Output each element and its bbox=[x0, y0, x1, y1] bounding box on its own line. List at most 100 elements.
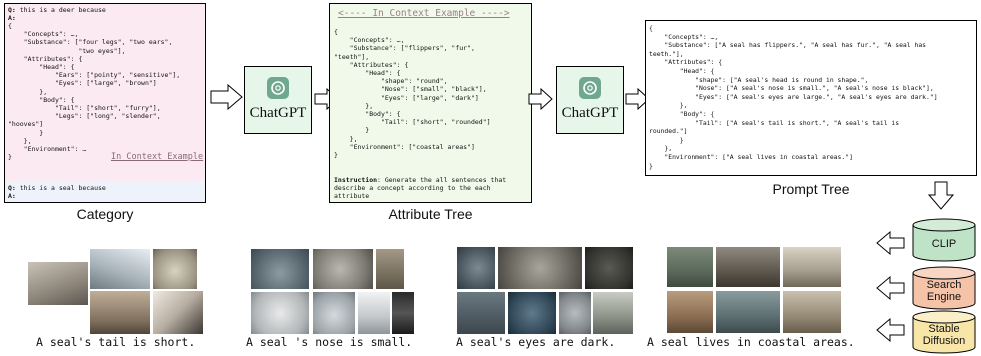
stable-diffusion-label: Stable Diffusion bbox=[922, 323, 966, 347]
category-question-1: Q: this is a deer because bbox=[8, 6, 106, 14]
category-caption: Category bbox=[76, 206, 134, 222]
code-line: }, bbox=[334, 134, 358, 143]
category-context-label: In Context Example bbox=[111, 152, 204, 162]
seal-photo bbox=[715, 246, 781, 288]
seal-photo bbox=[715, 290, 781, 334]
seal-photo bbox=[27, 261, 89, 306]
seal-photo bbox=[782, 246, 842, 288]
code-line: "Body": { bbox=[649, 109, 715, 118]
arrow-right-icon bbox=[210, 84, 243, 110]
code-line: "Head": { bbox=[334, 69, 401, 78]
attribute-tree-panel: <---- In Context Example ----> { "Concep… bbox=[329, 3, 532, 203]
caption-eyes: A seal's eyes are dark. bbox=[456, 335, 616, 349]
code-line: "Body": { bbox=[334, 110, 401, 119]
code-line: } bbox=[8, 128, 44, 137]
code-line: "Nose": ["A seal's nose is small.", "A s… bbox=[649, 84, 934, 93]
seal-photo bbox=[666, 246, 714, 288]
attribute-instruction: Instruction: Generate the all sentences … bbox=[334, 176, 507, 201]
seal-photo bbox=[584, 246, 634, 290]
code-line: "Ears": ["pointy", "sensitive"], bbox=[8, 71, 181, 80]
code-line: } bbox=[334, 151, 338, 160]
code-line: teeth."], bbox=[649, 49, 684, 58]
code-line: "teeth"], bbox=[334, 52, 370, 61]
code-line: "Tail": ["short", "furry"], bbox=[8, 104, 161, 113]
seal-photo bbox=[456, 291, 506, 335]
code-line: "Head": { bbox=[649, 66, 715, 75]
code-line: } bbox=[649, 135, 684, 144]
prompt-tree-caption: Prompt Tree bbox=[772, 181, 850, 197]
category-question-2: Q: this is a seal because bbox=[8, 184, 106, 192]
seal-photo bbox=[89, 248, 151, 290]
code-line: "Attributes": { bbox=[649, 58, 723, 67]
search-engine-database-icon: Search Engine bbox=[912, 266, 976, 310]
seal-photo bbox=[152, 290, 204, 335]
caption-tail: A seal's tail is short. bbox=[36, 335, 196, 349]
attribute-context-header: <---- In Context Example ----> bbox=[338, 8, 510, 19]
code-line: "Concepts": …, bbox=[8, 30, 79, 39]
code-line: "hooves"] bbox=[8, 120, 44, 129]
chatgpt-logo-icon bbox=[579, 77, 601, 99]
code-line: "Eyes": ["large", "brown"] bbox=[8, 79, 157, 88]
seal-photo bbox=[312, 291, 356, 335]
prompt-tree-panel: { "Concepts": …, "Substance": ["A seal h… bbox=[645, 20, 977, 176]
code-line: { bbox=[649, 24, 653, 32]
chatgpt-logo-icon bbox=[267, 77, 289, 99]
code-line: }, bbox=[334, 101, 374, 110]
caption-coastal: A seal lives in coastal areas. bbox=[647, 335, 855, 349]
code-line: "Environment": ["coastal areas"] bbox=[334, 142, 475, 151]
seal-photo bbox=[375, 248, 405, 290]
category-answer-2: A: bbox=[8, 192, 16, 200]
arrow-left-icon bbox=[876, 276, 905, 300]
chatgpt-label-2: ChatGPT bbox=[561, 105, 619, 121]
search-engine-label: Search Engine bbox=[926, 279, 962, 303]
code-line: } bbox=[334, 126, 370, 135]
category-query-area: Q: this is a seal because A: bbox=[5, 181, 205, 202]
clip-label: CLIP bbox=[931, 238, 957, 250]
prompt-json: { "Concepts": …, "Substance": ["A seal h… bbox=[649, 24, 938, 170]
code-line: "Tail": ["short", "rounded"] bbox=[334, 118, 491, 127]
arrow-left-icon bbox=[876, 231, 905, 255]
code-line: } bbox=[649, 161, 653, 170]
code-line: "Substance": ["four legs", "two ears", bbox=[8, 38, 173, 47]
code-line: "Substance": ["A seal has flippers.", "A… bbox=[649, 41, 927, 50]
seal-photo bbox=[782, 290, 842, 334]
code-line: }, bbox=[649, 144, 673, 153]
code-line: "Head": { bbox=[8, 63, 75, 72]
seal-photo bbox=[558, 291, 592, 335]
seal-photo bbox=[456, 246, 496, 290]
seal-photo bbox=[666, 290, 714, 334]
arrow-down-icon bbox=[928, 181, 954, 210]
code-line: "Attributes": { bbox=[8, 54, 83, 63]
arrow-right-icon bbox=[625, 88, 650, 110]
caption-nose: A seal 's nose is small. bbox=[246, 335, 413, 349]
category-answer-1: A: bbox=[8, 14, 16, 22]
seal-photo bbox=[250, 248, 310, 290]
code-line: { bbox=[8, 22, 12, 30]
seal-photo bbox=[357, 291, 391, 335]
code-line: "Tail": ["A seal's tail is short.", "A s… bbox=[649, 118, 900, 127]
code-line: } bbox=[8, 153, 12, 162]
attribute-tree-caption: Attribute Tree bbox=[388, 206, 473, 222]
code-line: "Attributes": { bbox=[334, 60, 409, 69]
seal-photo bbox=[89, 290, 151, 335]
chatgpt-box-2: ChatGPT bbox=[556, 66, 624, 134]
seal-photo bbox=[312, 248, 374, 290]
code-line: "Environment": ["A seal lives in coastal… bbox=[649, 152, 853, 161]
code-line: "Legs": ["long", "slender", bbox=[8, 112, 161, 121]
code-line: "Concepts": …, bbox=[334, 36, 405, 45]
seal-photo bbox=[391, 291, 415, 335]
code-line: }, bbox=[649, 101, 688, 110]
code-line: { bbox=[334, 28, 338, 36]
code-line: "two eyes"], bbox=[8, 46, 126, 55]
chatgpt-box-1: ChatGPT bbox=[244, 66, 312, 134]
code-line: "Eyes": ["large", "dark"] bbox=[334, 93, 479, 102]
code-line: rounded."] bbox=[649, 127, 688, 136]
arrow-left-icon bbox=[876, 318, 905, 342]
seal-photo bbox=[592, 291, 634, 335]
seal-photo bbox=[497, 246, 583, 290]
seal-photo bbox=[250, 291, 310, 335]
seal-photo bbox=[152, 248, 198, 290]
clip-database-icon: CLIP bbox=[912, 218, 976, 262]
code-line: "Body": { bbox=[8, 95, 75, 104]
code-line: "Substance": ["flippers", "fur", bbox=[334, 44, 475, 53]
